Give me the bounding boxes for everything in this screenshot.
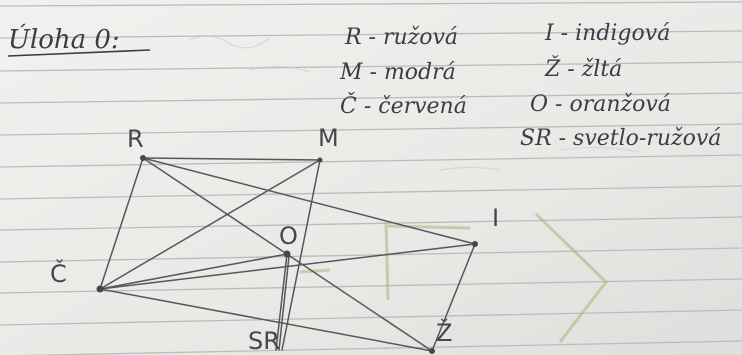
title-underline [7, 49, 151, 57]
vertex-label-m: M [318, 124, 339, 152]
edge-c-z [99, 288, 433, 352]
legend-item-r: R - ružová [344, 25, 458, 50]
bleed-through-marks [299, 212, 609, 343]
vertex-dot-o [283, 250, 291, 258]
legend-item-c: Č - červená [340, 92, 467, 119]
edge-m-sr [281, 159, 321, 351]
vertex-label-r: R [127, 125, 144, 153]
edge-r-m [142, 157, 321, 161]
edge-r-c [99, 157, 144, 290]
vertex-label-o: O [279, 222, 298, 250]
edge-o-sr-2 [278, 255, 290, 351]
vertex-dots [96, 155, 478, 354]
exercise-title: Úloha 0: [8, 23, 120, 55]
vertex-label-i: I [492, 204, 499, 232]
edge-r-i [142, 157, 476, 245]
bleed-through-writing [189, 35, 641, 171]
legend-item-sr: SR - svetlo-ružová [520, 126, 721, 151]
edge-i-z [431, 243, 476, 352]
edge-o-sr [275, 253, 288, 351]
vertex-label-sr: SR [248, 327, 280, 355]
legend-item-o: O - oranžová [530, 92, 671, 117]
vertex-dot-i [472, 241, 478, 247]
legend-item-i: I - indigová [544, 21, 670, 46]
vertex-dot-z [429, 348, 435, 354]
legend-item-z: Ž - žltá [544, 55, 622, 82]
edge-m-c [99, 159, 321, 290]
edge-c-o [99, 253, 288, 290]
vertex-label-z: Ž [436, 318, 452, 347]
vertex-dot-c [96, 285, 104, 293]
legend-item-m: M - modrá [339, 60, 456, 85]
vertex-dot-r [140, 155, 146, 161]
vertex-label-c: Č [50, 258, 67, 288]
vertex-dot-m [317, 157, 323, 163]
